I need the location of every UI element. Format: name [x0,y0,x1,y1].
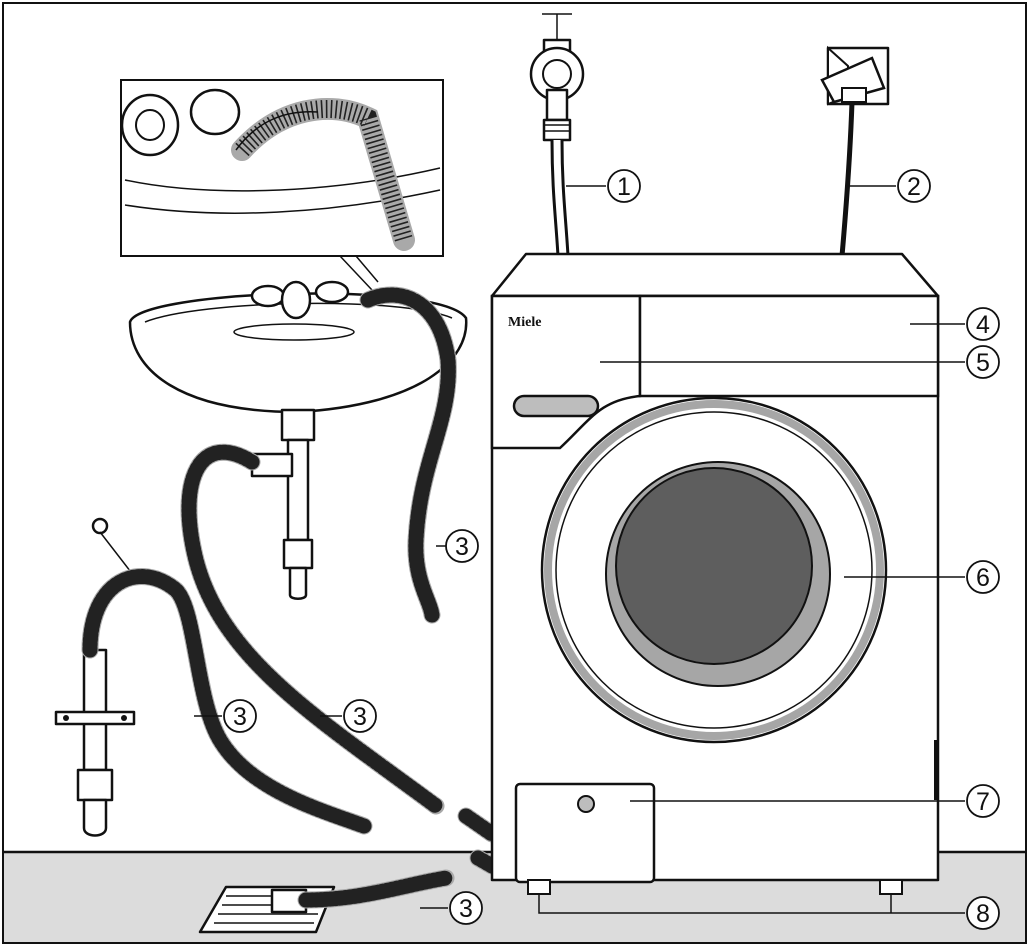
svg-text:8: 8 [976,900,990,928]
svg-text:2: 2 [907,173,921,201]
washing-machine: Miele [490,252,940,895]
callout-3-floor-drain-hose: 3 [449,891,483,925]
callout-8: 8 [966,896,1000,930]
callout-5: 5 [966,345,1000,379]
detergent-drawer-handle[interactable] [512,394,600,418]
inset-pointer [339,255,379,291]
standpipe [54,517,136,837]
callout-6: 6 [966,560,1000,594]
callout-3-long-hose: 3 [343,699,377,733]
callout-4: 4 [966,307,1000,341]
service-flap[interactable] [514,782,656,884]
svg-text:6: 6 [976,564,990,592]
svg-text:1: 1 [617,173,631,201]
foot-left [527,879,551,895]
door-glass [615,467,813,665]
svg-text:3: 3 [233,703,247,731]
callout-3-sink-hose: 3 [445,529,479,563]
water-tap [529,13,585,142]
svg-text:4: 4 [976,311,990,339]
svg-text:3: 3 [353,703,367,731]
svg-text:7: 7 [976,788,990,816]
leader-lines [194,185,965,914]
callout-1: 1 [607,169,641,203]
callout-7: 7 [966,784,1000,818]
callouts: 1 2 3 3 3 3 4 5 [223,169,1000,930]
callout-2: 2 [897,169,931,203]
electrical-socket [820,45,890,106]
brand-label: Miele [508,315,541,330]
detail-inset [120,79,444,257]
svg-text:3: 3 [459,895,473,923]
power-cable [839,101,855,257]
callout-3-standpipe-hose: 3 [223,699,257,733]
wash-basin [128,280,468,600]
foot-right [879,879,903,895]
drain-hoses [81,286,501,909]
svg-text:5: 5 [976,349,990,377]
svg-text:3: 3 [455,533,469,561]
